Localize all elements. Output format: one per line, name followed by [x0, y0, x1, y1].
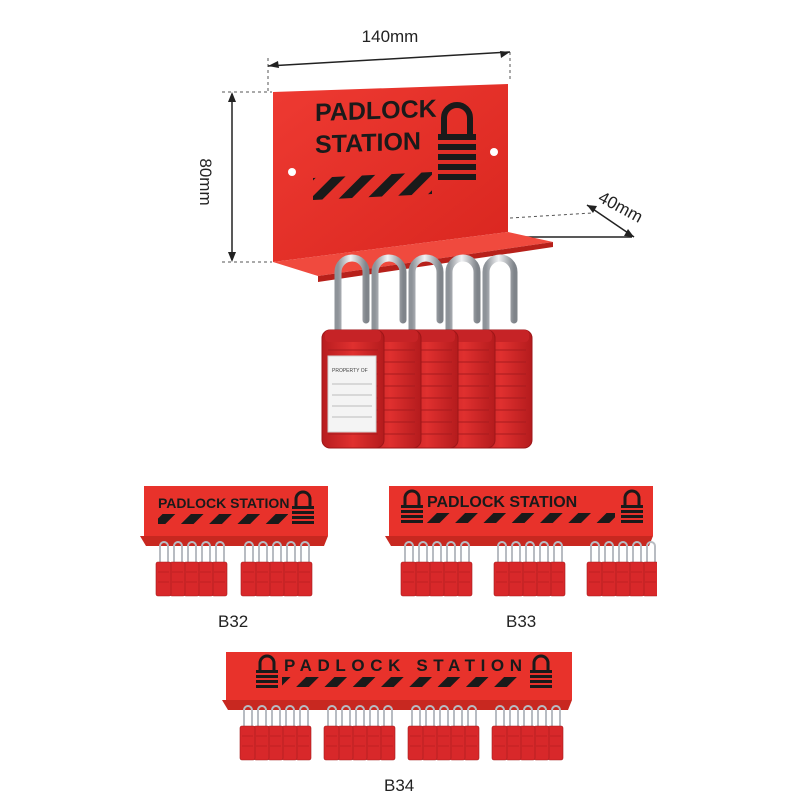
width-label: 140mm	[362, 27, 419, 46]
station-b34-illustration: PADLOCK STATION	[222, 652, 572, 761]
main-station-illustration: 140mm 80mm 40mm PADLOCK STATION	[196, 27, 646, 449]
station-b33-illustration: PADLOCK STATION	[385, 486, 657, 597]
b33-station-title: PADLOCK STATION	[427, 494, 577, 511]
b34-padlock-icon-right	[530, 654, 552, 688]
mini-padlock	[505, 705, 522, 761]
mini-padlock	[586, 541, 603, 597]
mini-padlock	[456, 541, 473, 597]
mini-padlock	[549, 541, 566, 597]
mini-padlock	[295, 705, 312, 761]
padlock: PROPERTY OF	[321, 254, 385, 449]
mini-padlock	[435, 705, 452, 761]
height-label: 80mm	[196, 158, 215, 205]
b34-padlocks	[239, 705, 564, 761]
mini-padlock	[642, 541, 657, 597]
mini-padlock	[337, 705, 354, 761]
mini-padlock	[428, 541, 445, 597]
mini-padlock	[323, 705, 340, 761]
mini-padlock	[183, 541, 200, 597]
padlock-icon	[438, 102, 476, 180]
mini-padlock	[600, 541, 617, 597]
b32-padlock-icon	[292, 490, 314, 524]
mini-padlock	[239, 705, 256, 761]
mini-padlock	[351, 705, 368, 761]
mini-padlock	[628, 541, 645, 597]
mini-padlock	[547, 705, 564, 761]
b32-station-title: PADLOCK STATION	[158, 495, 289, 511]
mini-padlock	[240, 541, 257, 597]
mini-padlock	[281, 705, 298, 761]
mini-padlock	[155, 541, 172, 597]
mini-padlock	[507, 541, 524, 597]
mini-padlock	[463, 705, 480, 761]
mini-padlock	[253, 705, 270, 761]
padlock-tag-text: PROPERTY OF	[332, 368, 368, 374]
mini-padlock	[400, 541, 417, 597]
station-title-line2: STATION	[315, 127, 421, 159]
mini-padlock	[414, 541, 431, 597]
mini-padlock	[268, 541, 285, 597]
height-dimension	[222, 91, 272, 263]
mini-padlock	[491, 705, 508, 761]
b33-padlock-icon-right	[621, 489, 643, 523]
model-label-b34: B34	[384, 776, 415, 795]
mini-padlock	[519, 705, 536, 761]
mini-padlock	[282, 541, 299, 597]
mini-padlock	[169, 541, 186, 597]
mini-padlock	[197, 541, 214, 597]
depth-label: 40mm	[595, 188, 646, 227]
mini-padlock	[535, 541, 552, 597]
model-label-b33: B33	[506, 612, 537, 631]
b33-padlocks	[400, 541, 657, 597]
mini-padlock	[533, 705, 550, 761]
station-title-line1: PADLOCK	[315, 95, 437, 127]
mini-padlock	[365, 705, 382, 761]
mini-padlock	[614, 541, 631, 597]
mini-padlock	[267, 705, 284, 761]
mini-padlock	[296, 541, 313, 597]
main-padlock-group: PROPERTY OF	[321, 254, 533, 449]
mini-padlock	[379, 705, 396, 761]
width-dimension	[267, 51, 511, 92]
mini-padlock	[407, 705, 424, 761]
mini-padlock	[493, 541, 510, 597]
mini-padlock	[421, 705, 438, 761]
mini-padlock	[254, 541, 271, 597]
mini-padlock	[449, 705, 466, 761]
station-b32-illustration: PADLOCK STATION	[140, 486, 328, 597]
b32-padlocks	[155, 541, 313, 597]
model-label-b32: B32	[218, 612, 249, 631]
station-backplate: PADLOCK STATION	[273, 84, 508, 262]
b34-padlock-icon-left	[256, 654, 278, 688]
mini-padlock	[442, 541, 459, 597]
mini-padlock	[521, 541, 538, 597]
b33-padlock-icon-left	[401, 489, 423, 523]
mini-padlock	[211, 541, 228, 597]
